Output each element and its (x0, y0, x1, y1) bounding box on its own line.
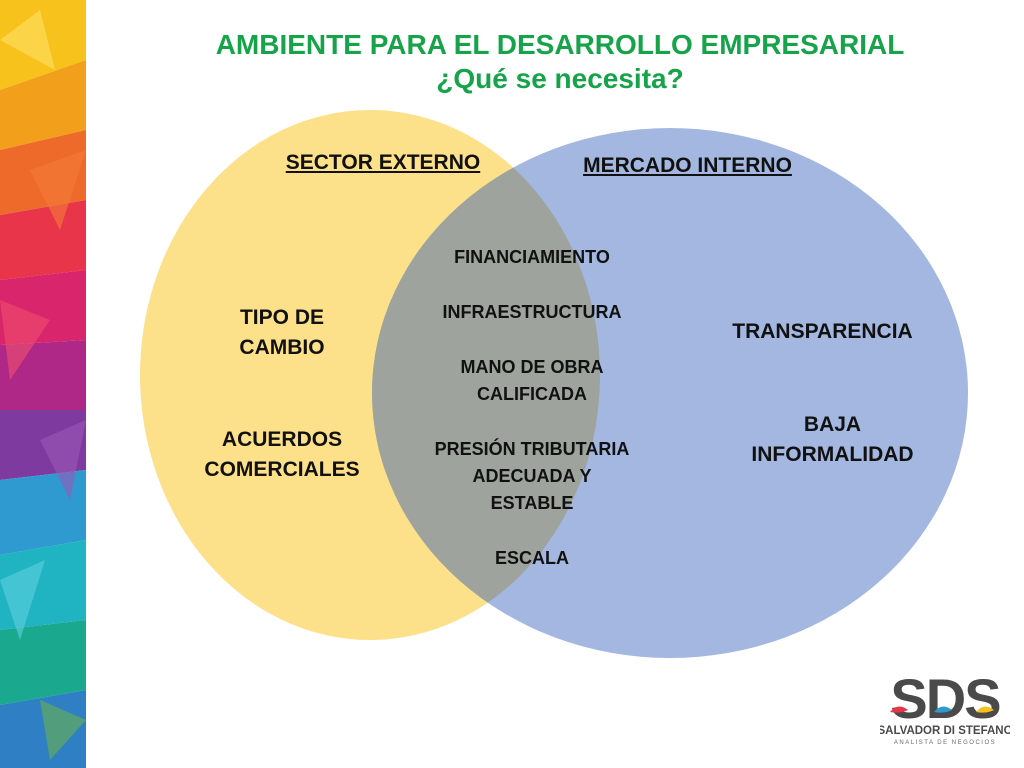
left-item-tipo-de-cambio: TIPO DE CAMBIO (239, 306, 325, 359)
slide-title: AMBIENTE PARA EL DESARROLLO EMPRESARIAL (215, 29, 905, 60)
logo-name: SALVADOR DI STEFANO (880, 725, 1010, 737)
overlap-item-financiamiento: FINANCIAMIENTO (454, 247, 610, 267)
left-item-acuerdos-comerciales: ACUERDOS COMERCIALES (204, 428, 360, 481)
slide-subtitle: ¿Qué se necesita? (436, 63, 684, 94)
overlap-item-mano-de-obra: MANO DE OBRA CALIFICADA (460, 357, 604, 404)
logo-letters: SDS (890, 668, 1000, 730)
overlap-item-escala: ESCALA (494, 548, 569, 568)
overlap-item-infraestructura: INFRAESTRUCTURA (442, 302, 622, 322)
overlap-item-presion-tributaria: PRESIÓN TRIBUTARIA ADECUADA Y ESTABLE (434, 439, 630, 513)
venn-intersection (372, 128, 600, 640)
left-circle-header: SECTOR EXTERNO (285, 151, 481, 174)
logo-tagline: ANALISTA DE NEGOCIOS (894, 740, 996, 746)
right-circle-header: MERCADO INTERNO (583, 154, 792, 177)
sds-logo: SDS SALVADOR DI STEFANO ANALISTA DE NEGO… (877, 667, 1012, 748)
right-item-baja-informalidad: BAJA INFORMALIDAD (751, 413, 914, 466)
decorative-side-strip (0, 0, 86, 768)
right-item-transparencia: TRANSPARENCIA (732, 320, 913, 343)
